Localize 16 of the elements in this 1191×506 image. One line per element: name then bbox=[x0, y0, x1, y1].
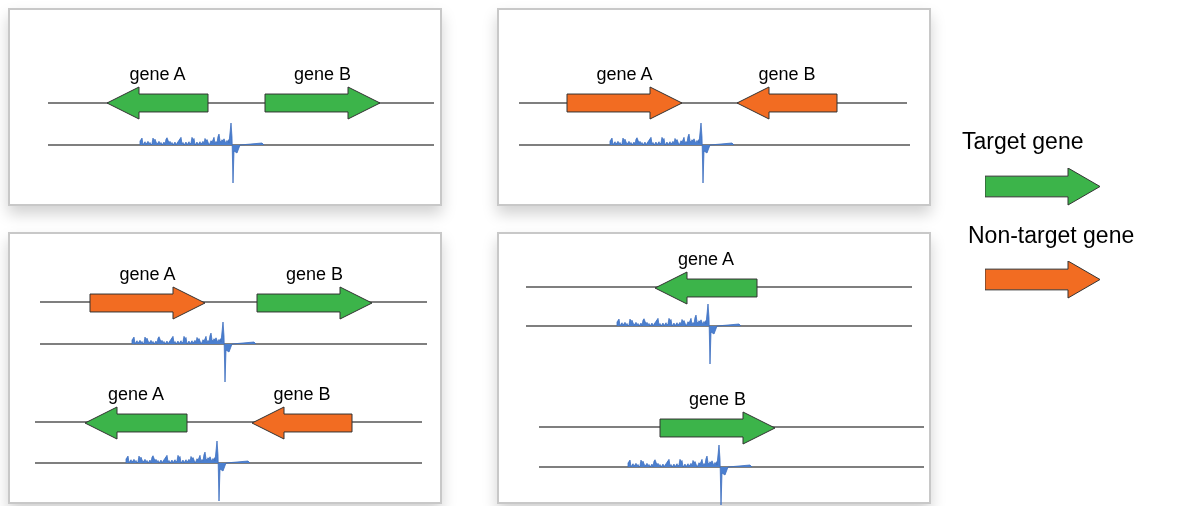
gene-label: gene B bbox=[272, 383, 332, 405]
gene-label: gene B bbox=[757, 63, 817, 85]
gene-label: gene A bbox=[595, 63, 654, 85]
gene-label: gene A bbox=[118, 263, 177, 285]
panel-frame bbox=[497, 8, 931, 206]
legend-label: Target gene bbox=[962, 128, 1084, 155]
gene-label: gene B bbox=[292, 63, 353, 85]
gene-label: gene A bbox=[128, 63, 187, 85]
gene-label: gene A bbox=[106, 383, 166, 405]
legend-label: Non-target gene bbox=[968, 222, 1135, 249]
gene-label: gene A bbox=[676, 248, 736, 270]
gene-label: gene B bbox=[284, 263, 345, 285]
panel-frame bbox=[497, 232, 931, 504]
panel-frame bbox=[8, 232, 442, 504]
gene-label: gene B bbox=[687, 388, 748, 410]
panel-frame bbox=[8, 8, 442, 206]
